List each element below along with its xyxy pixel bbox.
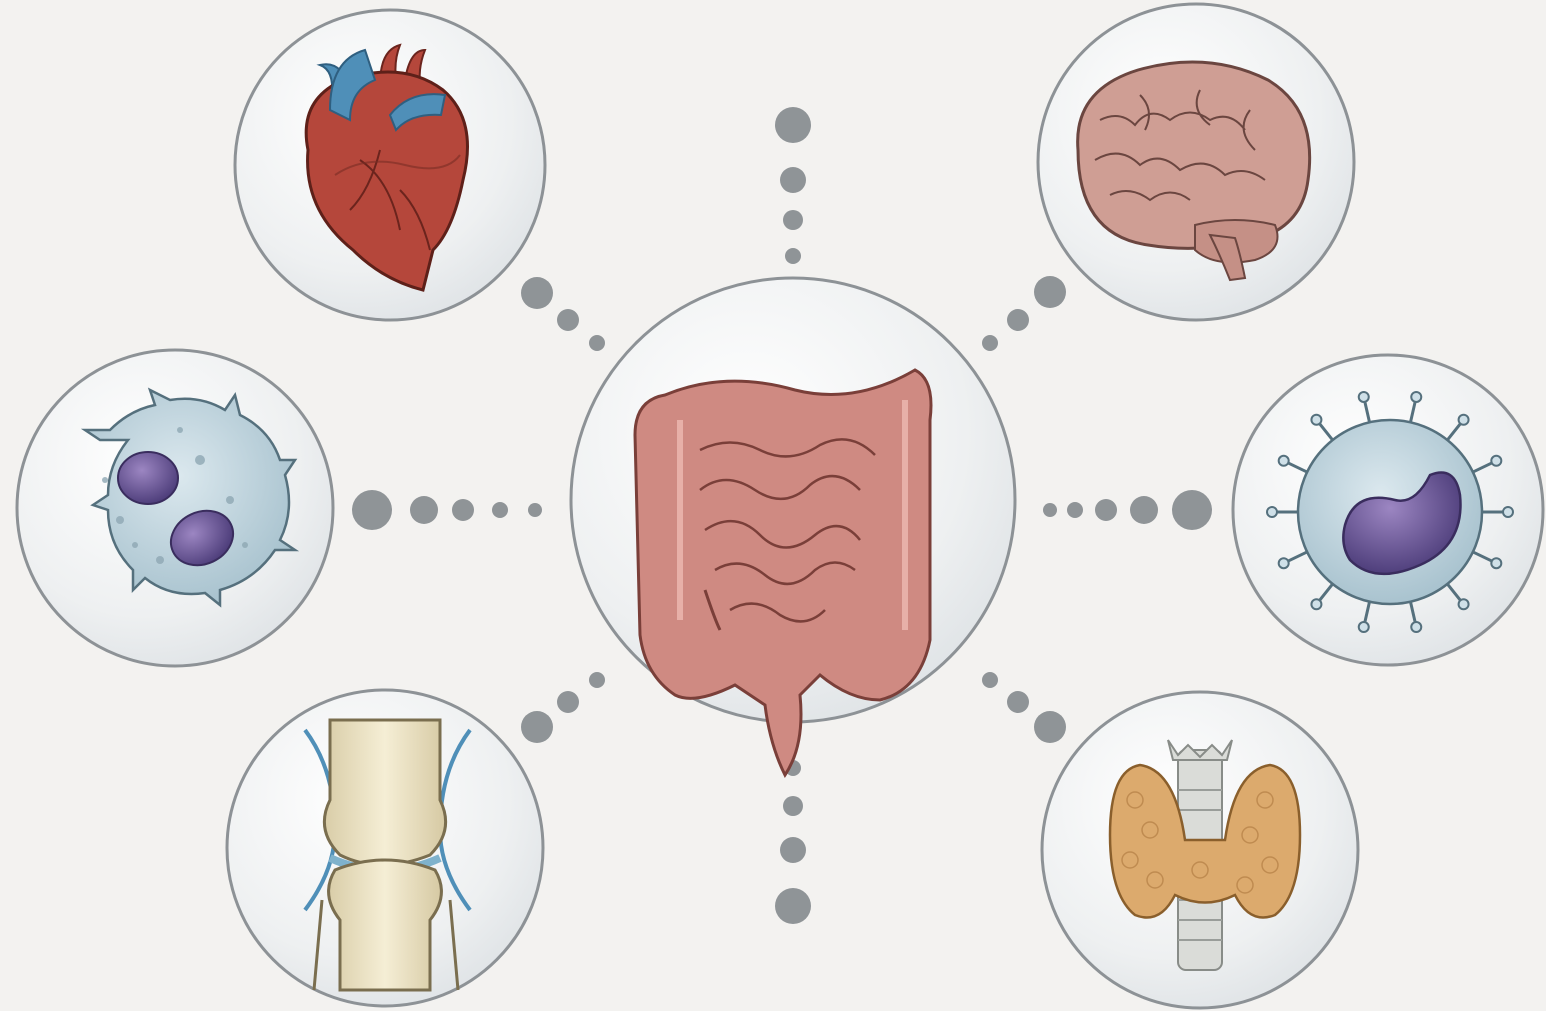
cell-spike-tip xyxy=(1491,456,1501,466)
connector-dot xyxy=(982,335,998,351)
connector-dot xyxy=(1034,711,1066,743)
cell-spike-tip xyxy=(1279,456,1289,466)
cell-spike-tip xyxy=(1411,622,1421,632)
cell-spike-tip xyxy=(1311,599,1321,609)
cell-spike-tip xyxy=(1503,507,1513,517)
connector-dot xyxy=(1172,490,1212,530)
connector-dot xyxy=(528,503,542,517)
connector-dot xyxy=(1034,276,1066,308)
connector-dot xyxy=(557,691,579,713)
connector-dot xyxy=(1007,309,1029,331)
connector-dot xyxy=(775,888,811,924)
cell-spike-tip xyxy=(1491,558,1501,568)
connector-dot xyxy=(783,210,803,230)
cell-spike-tip xyxy=(1311,415,1321,425)
cell-spike-tip xyxy=(1359,622,1369,632)
connector-dot xyxy=(780,837,806,863)
connector-dot xyxy=(492,502,508,518)
cell-spike-tip xyxy=(1459,415,1469,425)
connector-dot xyxy=(783,796,803,816)
connector-dot xyxy=(1095,499,1117,521)
connector-dot xyxy=(410,496,438,524)
connector-dot xyxy=(589,672,605,688)
cell-spike-tip xyxy=(1459,599,1469,609)
connector-dot xyxy=(780,167,806,193)
connector-dot xyxy=(1043,503,1057,517)
connector-dot xyxy=(589,335,605,351)
cell-spike-tip xyxy=(1267,507,1277,517)
intestines-icon xyxy=(635,370,931,775)
connector-dot xyxy=(557,309,579,331)
cell-spike-tip xyxy=(1279,558,1289,568)
connector-dot xyxy=(452,499,474,521)
connector-dot xyxy=(521,277,553,309)
connector-dot xyxy=(775,107,811,143)
connector-dot xyxy=(521,711,553,743)
connector-dot xyxy=(352,490,392,530)
cell-spike-tip xyxy=(1359,392,1369,402)
connector-dot xyxy=(785,248,801,264)
connector-dot xyxy=(1067,502,1083,518)
connector-dot xyxy=(1130,496,1158,524)
connector-dot xyxy=(982,672,998,688)
cell-spike-tip xyxy=(1411,392,1421,402)
connector-dot xyxy=(1007,691,1029,713)
